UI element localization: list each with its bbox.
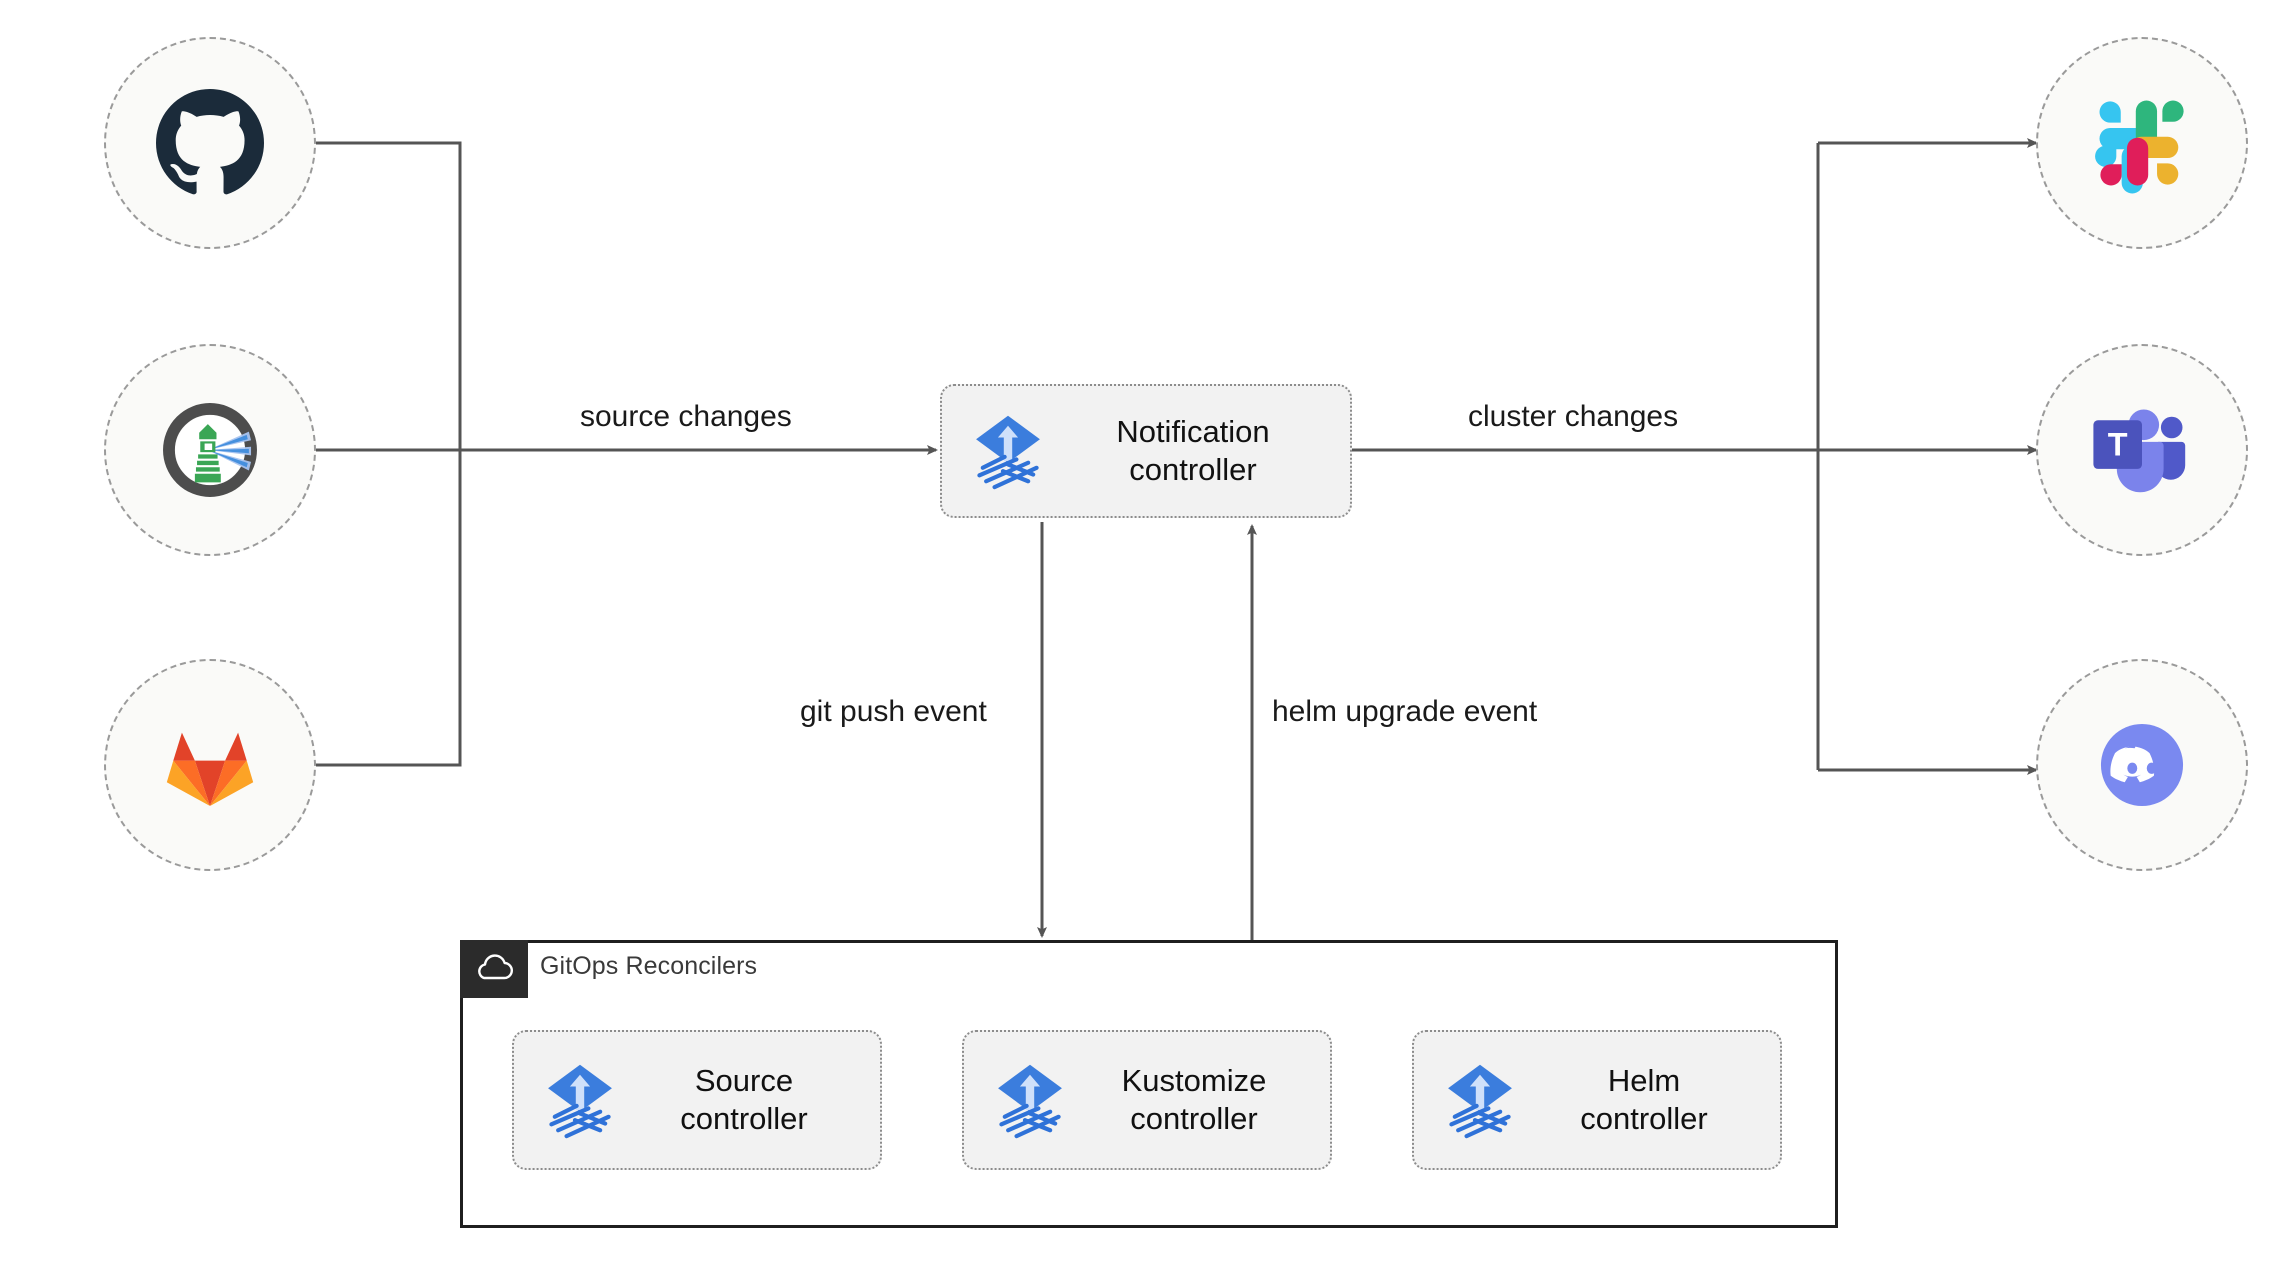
flux-icon [998, 1064, 1062, 1139]
target-node-slack[interactable] [2036, 37, 2248, 249]
gitlab-icon [166, 732, 254, 807]
source-node-github[interactable] [104, 37, 316, 249]
kustomize-controller-label: Kustomize controller [1121, 1063, 1267, 1136]
github-icon [156, 89, 264, 195]
edge-label-cluster-changes: cluster changes [1468, 400, 1679, 433]
svg-text:T: T [2108, 426, 2128, 462]
source-controller-label: Source controller [680, 1063, 808, 1136]
target-node-discord[interactable] [2036, 659, 2248, 871]
notification-controller-box[interactable]: Notification controller [940, 384, 1352, 518]
notification-controller-label: Notification controller [1116, 414, 1270, 487]
helm-controller-label: Helm controller [1580, 1063, 1708, 1136]
cloud-icon [478, 954, 513, 980]
discord-icon [2100, 723, 2184, 807]
kustomize-controller-box[interactable]: Kustomize controller [962, 1030, 1332, 1170]
flux-icon [1448, 1064, 1512, 1139]
edge-label-source-changes: source changes [580, 400, 792, 433]
source-controller-box[interactable]: Source controller [512, 1030, 882, 1170]
edge-github-to-trunk [316, 141, 462, 450]
edge-label-git-push-event: git push event [800, 695, 987, 728]
flux-icon [548, 1064, 612, 1139]
container-title: GitOps Reconcilers [540, 952, 758, 980]
slack-icon [2095, 100, 2184, 194]
source-node-gitlab[interactable] [104, 659, 316, 871]
target-node-teams[interactable]: T [2036, 344, 2248, 556]
edge-gitlab-to-trunk [316, 450, 462, 767]
flux-lighthouse-icon [163, 403, 257, 497]
edge-label-helm-upgrade-event: helm upgrade event [1272, 695, 1538, 728]
container-tab [460, 940, 528, 998]
microsoft-teams-icon: T [2093, 409, 2186, 493]
source-node-flux[interactable] [104, 344, 316, 556]
helm-controller-box[interactable]: Helm controller [1412, 1030, 1782, 1170]
flux-icon [976, 415, 1040, 490]
